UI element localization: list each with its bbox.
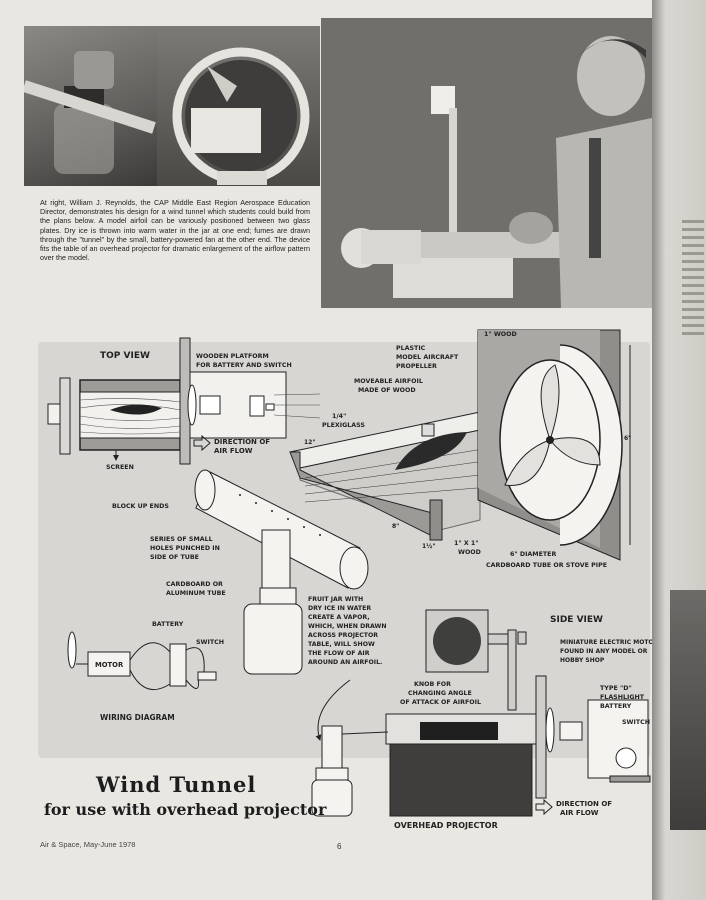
label-direction-side-1: DIRECTION OF xyxy=(556,800,612,808)
label-tube-1: 6" DIAMETER xyxy=(510,551,556,558)
label-propeller-1: PLASTIC xyxy=(396,345,426,352)
photo-caption: At right, William J. Reynolds, the CAP M… xyxy=(40,198,310,263)
label-direction-side-2: AIR FLOW xyxy=(560,809,599,817)
overhead-projector-body xyxy=(389,743,533,817)
page-number: 6 xyxy=(337,842,342,851)
label-tube-2: CARDBOARD TUBE OR STOVE PIPE xyxy=(486,562,607,569)
svg-text:TABLE, WILL SHOW: TABLE, WILL SHOW xyxy=(308,641,375,648)
side-view-propeller xyxy=(545,707,555,753)
label-motor: MOTOR xyxy=(95,661,124,669)
fruit-jar-note: FRUIT JAR WITH DRY ICE IN WATER CREATE A… xyxy=(308,596,387,666)
fruit-jar xyxy=(243,603,303,675)
label-direction-top-1: DIRECTION OF xyxy=(214,438,270,446)
label-flashlight-2: FLASHLIGHT xyxy=(600,694,645,701)
label-plexiglass-2: PLEXIGLASS xyxy=(322,422,365,429)
label-direction-top-2: AIR FLOW xyxy=(214,447,253,455)
headline-subtitle: for use with overhead projector xyxy=(44,800,327,819)
label-one-inch-wood: 1" WOOD xyxy=(484,331,517,338)
label-1x1-wood-1: 1" X 1" xyxy=(454,540,479,547)
label-switch: SWITCH xyxy=(196,639,224,646)
side-view-motor xyxy=(559,721,583,741)
label-dim-12: 12" xyxy=(304,439,315,446)
side-view-title: SIDE VIEW xyxy=(550,615,603,625)
direction-arrow-side xyxy=(535,798,553,816)
label-1x1-wood-2: WOOD xyxy=(458,549,481,556)
magazine-page: At right, William J. Reynolds, the CAP M… xyxy=(0,0,660,900)
label-plexiglass-1: 1/4" xyxy=(332,413,346,420)
label-knob-1: KNOB FOR xyxy=(414,681,451,688)
label-knob-3: OF ATTACK OF AIRFOIL xyxy=(400,699,481,706)
top-view-screen xyxy=(59,377,71,455)
label-motor-side-3: HOBBY SHOP xyxy=(560,657,605,664)
label-moveable-airfoil-1: MOVEABLE AIRFOIL xyxy=(354,378,423,385)
label-propeller-3: PROPELLER xyxy=(396,363,437,370)
small-jar xyxy=(311,779,353,817)
label-battery: BATTERY xyxy=(152,621,184,628)
svg-text:DRY ICE IN WATER: DRY ICE IN WATER xyxy=(308,605,371,612)
propeller-blades xyxy=(504,364,601,486)
label-switch-side: SWITCH xyxy=(622,719,650,726)
label-motor-side-2: FOUND IN ANY MODEL OR xyxy=(560,648,648,655)
label-series-holes-3: SIDE OF TUBE xyxy=(150,554,199,561)
svg-text:FRUIT JAR WITH: FRUIT JAR WITH xyxy=(308,596,363,603)
label-cardboard-tube-2: ALUMINUM TUBE xyxy=(166,590,226,597)
svg-text:AROUND AN AIRFOIL.: AROUND AN AIRFOIL. xyxy=(308,659,382,666)
headline-title: Wind Tunnel xyxy=(96,772,257,797)
label-wooden-platform-2: FOR BATTERY AND SWITCH xyxy=(196,362,292,369)
label-series-holes-1: SERIES OF SMALL xyxy=(150,536,213,543)
label-dim-6: 6" xyxy=(624,435,631,442)
label-motor-side-1: MINIATURE ELECTRIC MOTOR xyxy=(560,639,659,646)
side-view-battery-box xyxy=(587,699,649,779)
wiring-battery xyxy=(169,643,187,687)
label-dim-1-half: 1½" xyxy=(422,543,436,550)
label-block-up-ends: BLOCK UP ENDS xyxy=(112,503,169,510)
wiring-motor xyxy=(87,651,131,677)
label-flashlight-3: BATTERY xyxy=(600,703,632,710)
photo-reynolds-demonstration xyxy=(321,18,652,308)
small-jar-tube xyxy=(321,725,343,771)
label-series-holes-2: HOLES PUNCHED IN xyxy=(150,545,220,552)
photo-fan-housing xyxy=(157,26,320,186)
photo-jar-closeup xyxy=(24,26,157,186)
label-screen: SCREEN xyxy=(106,464,134,471)
direction-arrow-top xyxy=(193,434,211,452)
top-view-title: TOP VIEW xyxy=(100,351,150,361)
wiring-propeller xyxy=(67,631,77,669)
svg-text:THE FLOW OF AIR: THE FLOW OF AIR xyxy=(308,650,370,657)
label-propeller-2: MODEL AIRCRAFT xyxy=(396,354,459,361)
svg-text:WHICH, WHEN DRAWN: WHICH, WHEN DRAWN xyxy=(308,623,387,630)
label-moveable-airfoil-2: MADE OF WOOD xyxy=(358,387,416,394)
svg-text:CREATE A VAPOR,: CREATE A VAPOR, xyxy=(308,614,370,621)
wind-tunnel-diagram: TOP VIEW WOODEN PLATFORM FOR BATTERY AND… xyxy=(47,329,659,830)
top-view-airfoil xyxy=(110,404,162,415)
label-overhead-projector: OVERHEAD PROJECTOR xyxy=(394,821,498,830)
label-wooden-platform-1: WOODEN PLATFORM xyxy=(196,353,269,360)
label-knob-2: CHANGING ANGLE xyxy=(408,690,472,697)
adjacent-page-edge xyxy=(652,0,706,900)
label-dim-8: 8" xyxy=(392,523,399,530)
vertical-tube xyxy=(261,529,291,589)
wiring-diagram-title: WIRING DIAGRAM xyxy=(100,713,175,722)
footer-publication: Air & Space, May-June 1978 xyxy=(40,840,136,849)
top-view-channel xyxy=(79,391,181,439)
svg-text:ACROSS PROJECTOR: ACROSS PROJECTOR xyxy=(308,632,378,639)
wiring-switch xyxy=(197,671,217,681)
label-flashlight-1: TYPE "D" xyxy=(600,685,632,692)
label-cardboard-tube-1: CARDBOARD OR xyxy=(166,581,223,588)
